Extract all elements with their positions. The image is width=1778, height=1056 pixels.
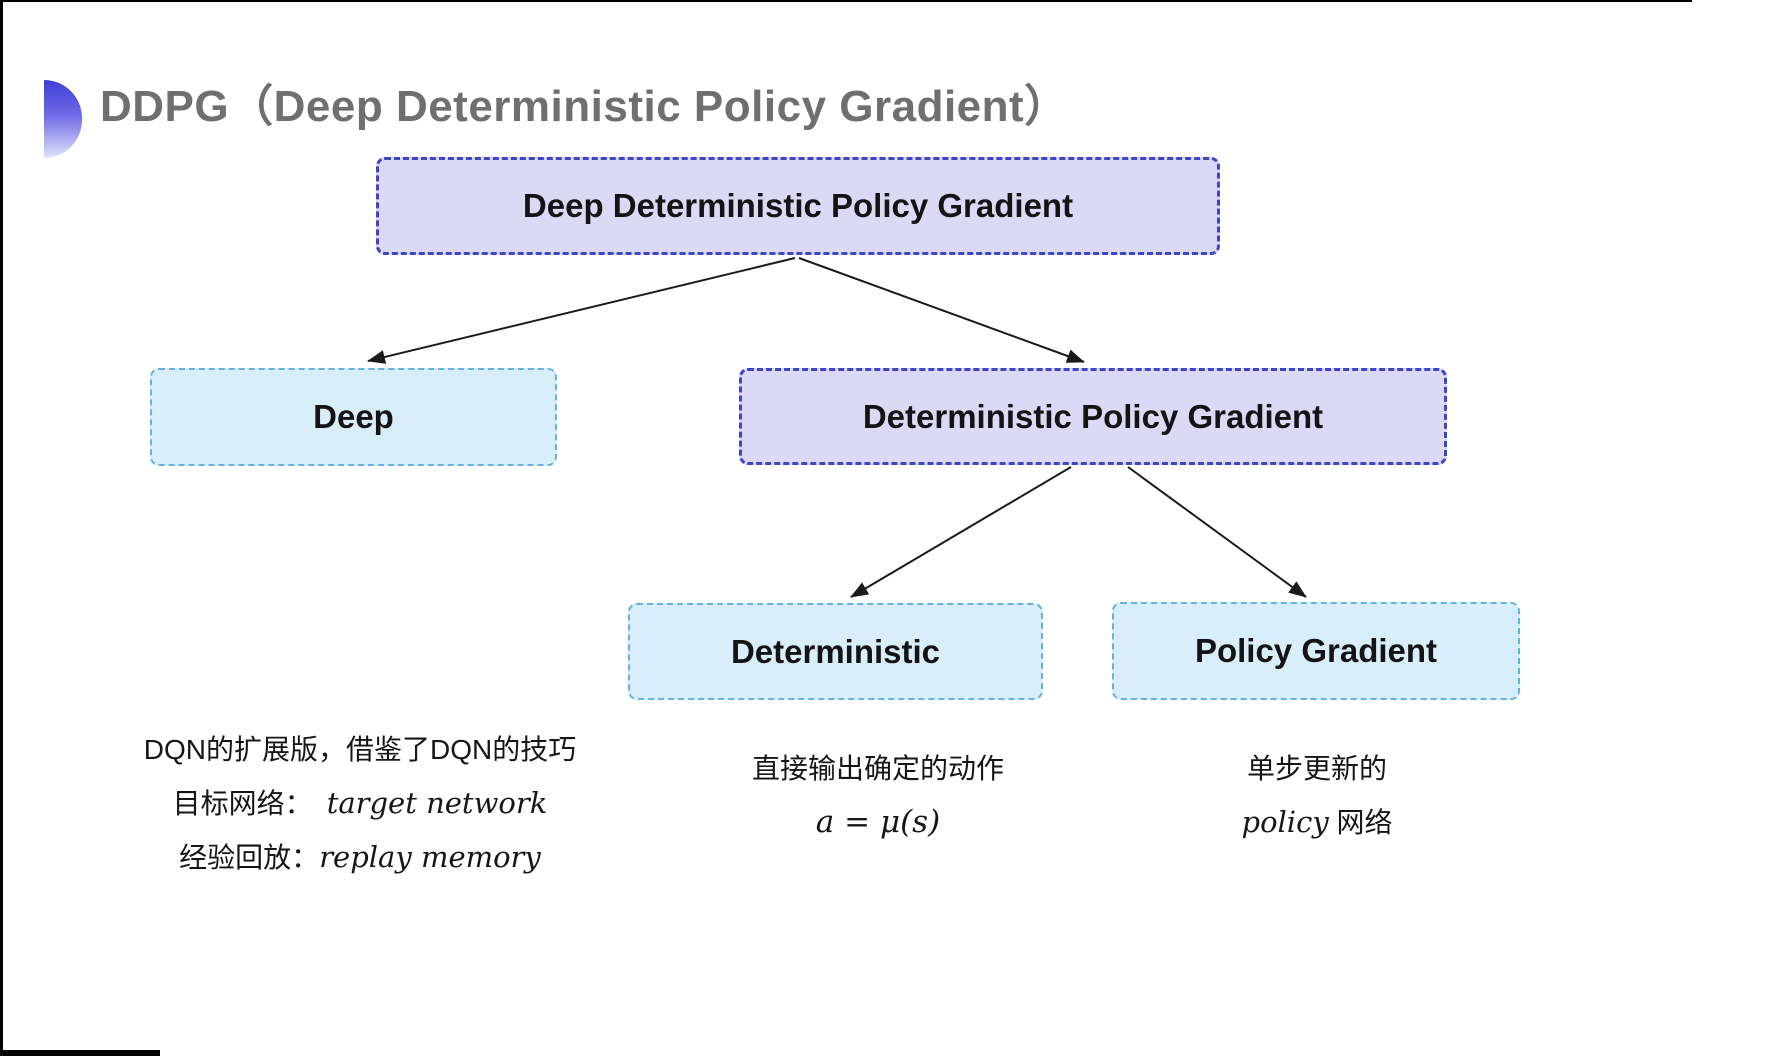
policy-term: policy bbox=[1241, 805, 1329, 839]
replay-memory-label: 经验回放： bbox=[179, 842, 320, 873]
note-deep-line3: 经验回放：replay memory bbox=[110, 841, 610, 874]
page-title: DDPG（Deep Deterministic Policy Gradient） bbox=[100, 82, 1069, 131]
arrow-root-to-deep bbox=[367, 257, 796, 364]
policy-term-rest: 网络 bbox=[1328, 807, 1393, 838]
note-deterministic-formula: a = μ(s) bbox=[815, 804, 941, 840]
note-policy-gradient-line2: policy 网络 bbox=[1137, 806, 1497, 839]
target-network-term: target network bbox=[326, 786, 548, 820]
node-deep-label: Deep bbox=[313, 398, 394, 435]
replay-memory-term: replay memory bbox=[319, 840, 541, 874]
node-deep: Deep bbox=[150, 368, 557, 466]
top-border-line bbox=[0, 0, 1692, 2]
arrow-dpg-to-policy-gradient bbox=[1127, 466, 1307, 598]
node-deterministic-label: Deterministic bbox=[730, 632, 941, 670]
note-deep-line2: 目标网络： target network bbox=[110, 787, 610, 820]
bottom-border-line bbox=[0, 1050, 160, 1056]
node-deterministic-policy-gradient-label: Deterministic Policy Gradient bbox=[862, 397, 1324, 435]
note-deep-line1: DQN的扩展版，借鉴了DQN的技巧 bbox=[143, 734, 577, 765]
arrow-root-to-dpg bbox=[798, 257, 1085, 363]
target-network-label: 目标网络： bbox=[172, 788, 313, 819]
node-ddpg-root-label: Deep Deterministic Policy Gradient bbox=[522, 187, 1074, 224]
title-bullet-icon bbox=[44, 80, 82, 158]
node-policy-gradient: Policy Gradient bbox=[1112, 602, 1520, 700]
left-border-line bbox=[0, 0, 3, 1056]
note-policy-gradient-line1: 单步更新的 bbox=[1246, 753, 1387, 784]
note-policy-gradient: 单步更新的 policy 网络 bbox=[1137, 752, 1497, 860]
node-ddpg-root: Deep Deterministic Policy Gradient bbox=[376, 157, 1220, 255]
note-deterministic: 直接输出确定的动作 a = μ(s) bbox=[698, 752, 1058, 860]
node-policy-gradient-label: Policy Gradient bbox=[1194, 632, 1438, 669]
note-deep: DQN的扩展版，借鉴了DQN的技巧 目标网络： target network 经验… bbox=[110, 733, 610, 895]
node-deterministic: Deterministic bbox=[628, 603, 1043, 700]
note-deterministic-line1: 直接输出确定的动作 bbox=[751, 753, 1004, 784]
arrow-dpg-to-deterministic bbox=[850, 466, 1072, 598]
node-deterministic-policy-gradient: Deterministic Policy Gradient bbox=[739, 368, 1447, 465]
